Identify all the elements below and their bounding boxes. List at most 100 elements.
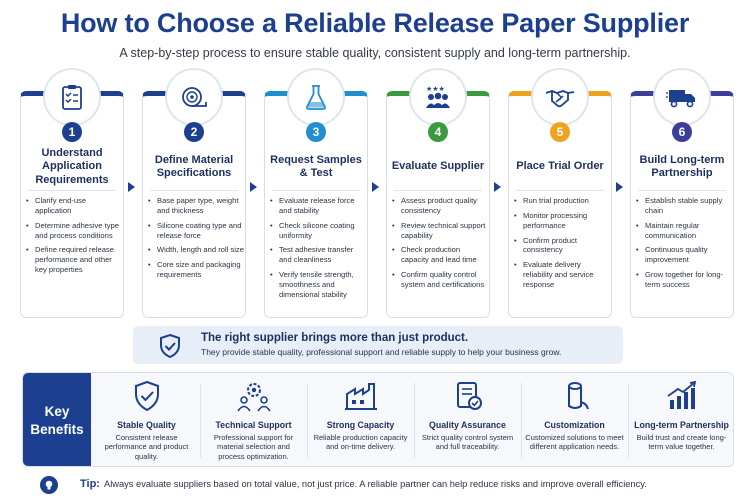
step-icon-circle <box>653 68 711 126</box>
handshake-icon <box>545 90 575 108</box>
benefit-text: Professional support for material select… <box>213 433 294 461</box>
banner-headline: The right supplier brings more than just… <box>201 332 469 344</box>
banner-text: They provide stable quality, professiona… <box>201 347 562 357</box>
step-1: 1 Understand Application Requirements Cl… <box>20 68 124 318</box>
list-item: Base paper type, weight and thickness <box>148 196 244 216</box>
step-icon-circle: ★★★ <box>409 68 467 126</box>
divider <box>28 190 116 191</box>
list-item: Maintain regular communication <box>636 221 732 241</box>
benefit-title: Strong Capacity <box>326 420 395 430</box>
list-item: Silicone coating type and release force <box>148 221 244 241</box>
step-title: Build Long-term Partnership <box>639 153 725 179</box>
step-3: 3 Request Samples & Test Evaluate releas… <box>264 68 368 318</box>
benefit-customization: Customization Customized solutions to me… <box>521 373 628 466</box>
step-bullets: Assess product quality consistency Revie… <box>392 196 488 295</box>
divider <box>150 190 238 191</box>
arrow-right-icon <box>616 182 623 192</box>
step-title: Understand Application Requirements <box>35 147 109 186</box>
delivery-truck-icon <box>666 90 695 108</box>
benefit-strong-capacity: Strong Capacity Reliable production capa… <box>307 373 414 466</box>
step-number: 6 <box>672 122 692 142</box>
team-stars-icon: ★★★ <box>426 85 450 108</box>
svg-text:★★★: ★★★ <box>426 85 445 93</box>
benefit-quality-assurance: Quality Assurance Strict quality control… <box>414 373 521 466</box>
list-item: Assess product quality consistency <box>392 196 488 216</box>
step-bullets: Base paper type, weight and thickness Si… <box>148 196 244 285</box>
divider <box>414 383 415 458</box>
list-item: Establish stable supply chain <box>636 196 732 216</box>
page-title: How to Choose a Reliable Release Paper S… <box>60 8 690 38</box>
step-icon-circle <box>531 68 589 126</box>
step-bullets: Clarify end-use application Determine ad… <box>26 196 122 280</box>
tip-label: Tip: <box>80 478 100 490</box>
list-item: Review technical support capability <box>392 221 488 241</box>
key-benefits-label: Key Benefits <box>23 373 91 466</box>
list-item: Evaluate release force and stability <box>270 196 366 216</box>
step-2: 2 Define Material Specifications Base pa… <box>142 68 246 318</box>
benefit-long-term-partnership: Long-term Partnership Build trust and cr… <box>628 373 733 466</box>
benefit-title: Technical Support <box>215 420 292 430</box>
key-benefits-label-line1: Key <box>44 403 70 419</box>
benefit-text: Strict quality control system and full t… <box>421 433 514 452</box>
shield-check-icon <box>135 380 159 412</box>
benefit-title: Stable Quality <box>117 420 176 430</box>
step-number: 5 <box>550 122 570 142</box>
step-icon-circle <box>43 68 101 126</box>
step-6: 6 Build Long-term Partnership Establish … <box>630 68 734 318</box>
step-title: Place Trial Order <box>516 160 604 173</box>
benefit-text: Build trust and create long-term value t… <box>636 433 727 452</box>
benefit-stable-quality: Stable Quality Consistent release perfor… <box>93 373 200 466</box>
divider <box>394 190 482 191</box>
shield-check-icon <box>160 334 180 358</box>
divider <box>200 383 201 458</box>
benefit-title: Customization <box>544 420 605 430</box>
divider <box>628 383 629 458</box>
supplier-banner: The right supplier brings more than just… <box>133 326 623 364</box>
lightbulb-icon <box>40 476 58 494</box>
team-gear-icon <box>237 383 271 412</box>
arrow-right-icon <box>250 182 257 192</box>
step-number: 3 <box>306 122 326 142</box>
factory-icon <box>345 383 377 410</box>
divider <box>521 383 522 458</box>
list-item: Verify tensile strength, smoothness and … <box>270 270 366 300</box>
step-title: Evaluate Supplier <box>391 160 485 173</box>
step-4: ★★★ 4 Evaluate Supplier Assess product q… <box>386 68 490 318</box>
benefit-text: Customized solutions to meet different a… <box>525 433 624 452</box>
step-icon-circle <box>165 68 223 126</box>
list-item: Check production capacity and lead time <box>392 245 488 265</box>
step-title: Define Material Specifications <box>154 153 234 179</box>
arrow-right-icon <box>372 182 379 192</box>
checklist-badge-icon <box>457 382 482 410</box>
list-item: Determine adhesive type and process cond… <box>26 221 122 241</box>
list-item: Evaluate delivery reliability and servic… <box>514 260 610 290</box>
benefit-title: Quality Assurance <box>429 420 506 430</box>
step-number: 1 <box>62 122 82 142</box>
divider <box>638 190 726 191</box>
list-item: Width, length and roll size <box>148 245 244 255</box>
process-steps: 1 Understand Application Requirements Cl… <box>20 68 736 318</box>
divider <box>272 190 360 191</box>
list-item: Define required release performance and … <box>26 245 122 275</box>
list-item: Grow together for long-term success <box>636 270 732 290</box>
tip-bar: Tip: Always evaluate suppliers based on … <box>40 476 740 494</box>
key-benefits-label-line2: Benefits <box>30 421 84 437</box>
step-bullets: Run trial production Monitor processing … <box>514 196 610 295</box>
list-item: Test adhesive transfer and cleanliness <box>270 245 366 265</box>
page-subtitle: A step-by-step process to ensure stable … <box>119 46 631 60</box>
step-number: 4 <box>428 122 448 142</box>
step-5: 5 Place Trial Order Run trial production… <box>508 68 612 318</box>
benefit-title: Long-term Partnership <box>634 420 729 430</box>
arrow-right-icon <box>128 182 135 192</box>
tip-text: Always evaluate suppliers based on total… <box>104 479 647 489</box>
step-icon-circle <box>287 68 345 126</box>
paper-roll-icon <box>182 87 207 107</box>
step-title: Request Samples & Test <box>270 153 362 179</box>
step-bullets: Evaluate release force and stability Che… <box>270 196 366 305</box>
list-item: Confirm quality control system and certi… <box>392 270 488 290</box>
arrow-right-icon <box>494 182 501 192</box>
flask-icon <box>306 85 326 110</box>
list-item: Confirm product consistency <box>514 236 610 256</box>
list-item: Run trial production <box>514 196 610 206</box>
divider <box>516 190 604 191</box>
